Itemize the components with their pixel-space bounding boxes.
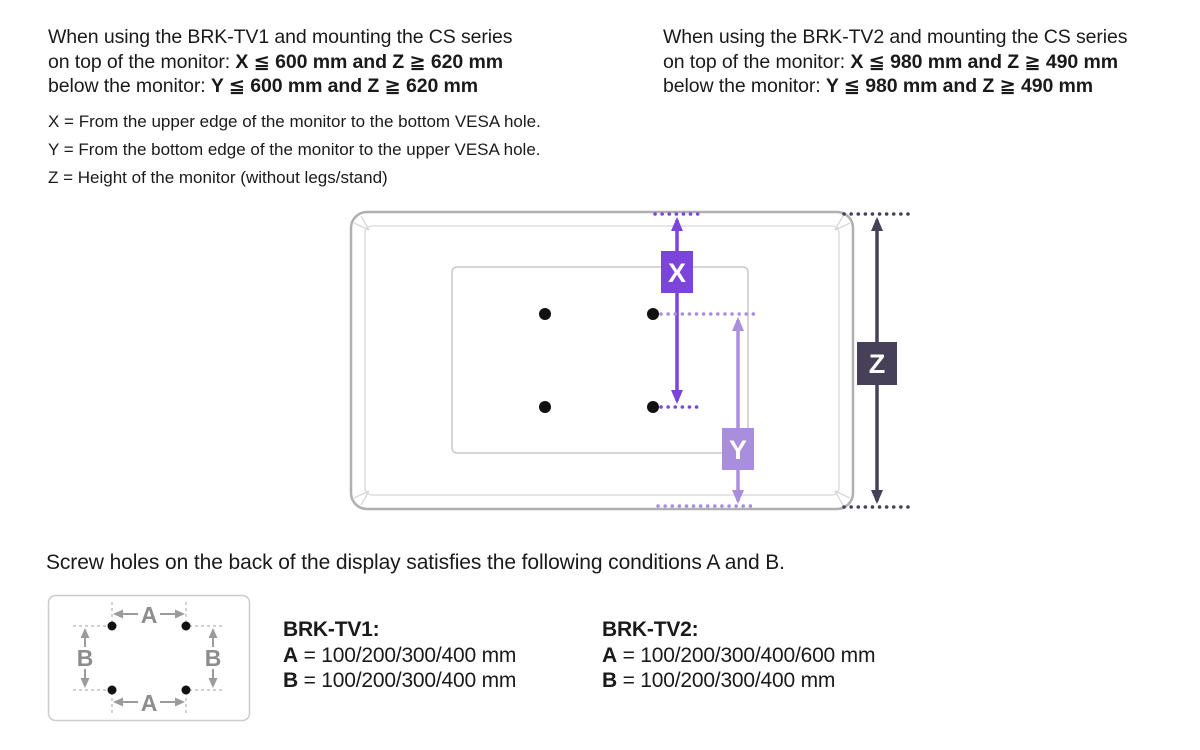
b-dimension-label: B — [77, 645, 94, 671]
definition-x: X = From the upper edge of the monitor t… — [48, 112, 541, 131]
note-label: on top of the monitor: — [663, 50, 851, 73]
note-brk-tv1-line1: When using the BRK-TV1 and mounting the … — [48, 26, 513, 48]
a-dimension-label: A — [141, 690, 158, 716]
brk-tv1-title: BRK-TV1: — [283, 618, 380, 641]
screw-hole — [107, 621, 117, 631]
spec-key: A — [283, 643, 298, 667]
z-label-box — [857, 342, 897, 385]
vesa-hole — [647, 401, 659, 413]
b-dimension-label: B — [205, 645, 222, 671]
note-brk-tv2-line1: When using the BRK-TV2 and mounting the … — [663, 26, 1128, 48]
note-spec-bold: X ≦ 980 mm and Z ≧ 490 mm — [850, 50, 1118, 73]
screw-hole — [181, 685, 191, 695]
y-guides — [656, 312, 759, 508]
note-brk-tv1-line2: on top of the monitor: X ≦ 600 mm and Z … — [48, 50, 512, 75]
note-brk-tv2-line2: on top of the monitor: X ≦ 980 mm and Z … — [663, 50, 1127, 75]
vesa-hole — [539, 308, 551, 320]
y-label-box — [722, 428, 754, 470]
note-label: on top of the monitor: — [48, 50, 236, 73]
definition-z: Z = Height of the monitor (without legs/… — [48, 168, 388, 187]
brk-tv2-row-b: B = 100/200/300/400 mm — [602, 668, 875, 694]
note-brk-tv1-line3: below the monitor: Y ≦ 600 mm and Z ≧ 62… — [48, 74, 512, 99]
brk-tv2-row-a: A = 100/200/300/400/600 mm — [602, 643, 875, 669]
x-label-box — [661, 251, 693, 293]
brk-tv1-row-b: B = 100/200/300/400 mm — [283, 668, 516, 694]
note-brk-tv2-line3: below the monitor: Y ≦ 980 mm and Z ≧ 49… — [663, 74, 1127, 99]
x-label: X — [668, 258, 686, 288]
vesa-plate — [451, 266, 749, 454]
vesa-hole — [647, 308, 659, 320]
note-spec-bold: Y ≦ 600 mm and Z ≧ 620 mm — [210, 75, 479, 98]
brk-tv2-specs: BRK-TV2: A = 100/200/300/400/600 mm B = … — [602, 617, 875, 694]
note-label: below the monitor: — [663, 75, 826, 98]
spec-key: A — [602, 643, 617, 667]
note-brk-tv2: When using the BRK-TV2 and mounting the … — [663, 25, 1128, 99]
pattern-box — [47, 594, 251, 722]
spec-value: = 100/200/300/400 mm — [297, 643, 517, 667]
pattern-dashed-guides — [73, 602, 225, 714]
brk-tv2-title: BRK-TV2: — [602, 618, 699, 641]
vesa-hole — [539, 401, 551, 413]
screw-holes-heading: Screw holes on the back of the display s… — [46, 551, 785, 574]
dimension-arrows — [80, 609, 218, 707]
xyz-definitions: X = From the upper edge of the monitor t… — [48, 108, 541, 192]
brk-tv1-specs: BRK-TV1: A = 100/200/300/400 mm B = 100/… — [283, 617, 516, 694]
screw-hole — [181, 621, 191, 631]
brk-tv1-row-a: A = 100/200/300/400 mm — [283, 643, 516, 669]
note-spec-bold: X ≦ 600 mm and Z ≧ 620 mm — [235, 50, 503, 73]
spec-value: = 100/200/300/400 mm — [616, 669, 836, 692]
spec-value: = 100/200/300/400 mm — [297, 669, 517, 692]
spec-key: B — [283, 669, 298, 692]
spec-key: B — [602, 669, 617, 692]
spec-value: = 100/200/300/400/600 mm — [616, 643, 876, 667]
note-spec-bold: Y ≦ 980 mm and Z ≧ 490 mm — [825, 75, 1094, 98]
monitor-bezel-line — [364, 225, 840, 496]
x-guides — [653, 212, 703, 409]
a-dimension-label: A — [141, 602, 158, 628]
screw-hole — [107, 685, 117, 695]
monitor-corner-mitres — [353, 215, 851, 506]
monitor-diagram: X Y Z — [349, 210, 914, 511]
definition-y: Y = From the bottom edge of the monitor … — [48, 140, 541, 159]
y-label: Y — [729, 435, 747, 465]
note-label: below the monitor: — [48, 75, 211, 98]
note-brk-tv1: When using the BRK-TV1 and mounting the … — [48, 25, 513, 99]
z-guides — [842, 212, 914, 509]
vesa-pattern-diagram: A A B B — [47, 594, 251, 722]
z-label: Z — [869, 349, 886, 379]
